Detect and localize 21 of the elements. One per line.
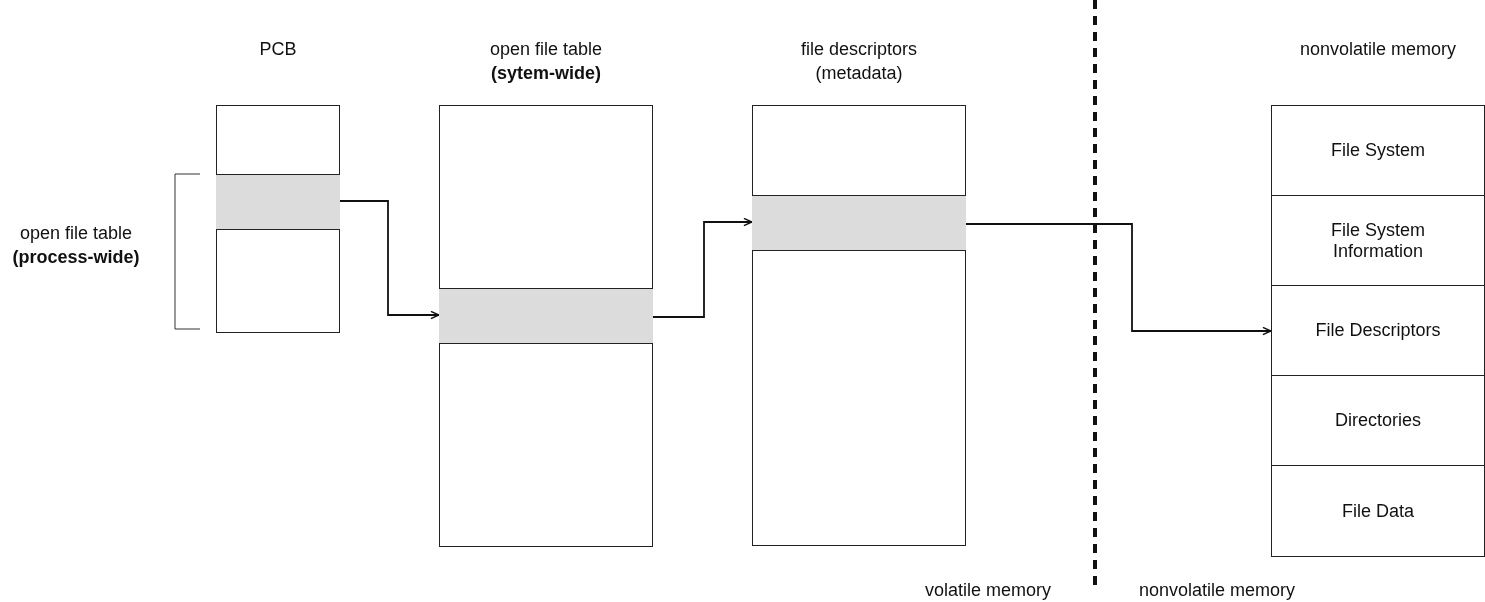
annotation-label: volatile memory [925,579,1051,602]
column-heading: (metadata) [814,62,904,85]
column-heading: nonvolatile memory [1299,38,1457,61]
region-label: File Data [1341,500,1415,522]
annotation-label: open file table [19,222,133,245]
arrow [652,217,753,318]
region-label: Directories [1334,410,1422,431]
column-heading: PCB [259,38,297,61]
column-heading: file descriptors [801,38,917,61]
arrow [339,200,440,320]
region-label: File System [1330,140,1426,161]
region-label: File System Information [1330,219,1426,262]
column-heading: (sytem-wide) [490,62,602,85]
highlighted-entry [216,174,340,230]
annotation-label: nonvolatile memory [1138,579,1296,602]
annotation-label: (process-wide) [12,246,140,269]
region-label: File Descriptors [1314,320,1442,341]
highlighted-entry [752,195,966,251]
highlighted-entry [439,288,653,344]
column-heading: open file table [489,38,603,61]
arrow [965,223,1272,336]
